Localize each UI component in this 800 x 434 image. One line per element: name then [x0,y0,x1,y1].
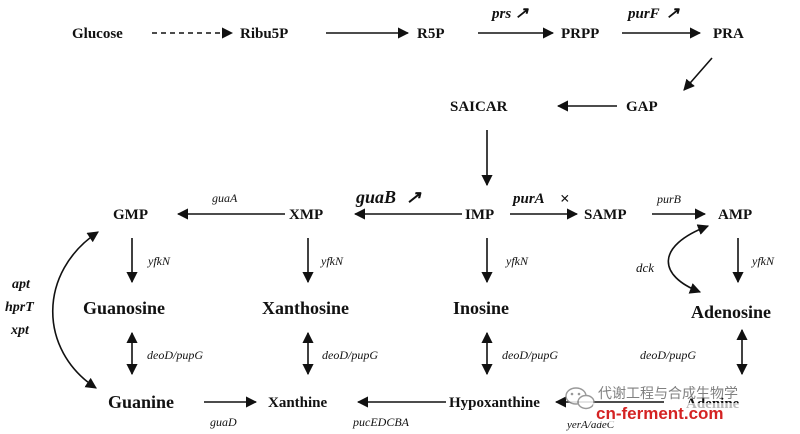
enzyme-hprT: hprT [5,300,35,315]
wechat-watermark: 代谢工程与合成生物学 [565,386,738,410]
node-r5p: R5P [417,26,445,42]
node-glucose: Glucose [72,26,123,42]
up-mark-prs: ↗ [515,5,529,22]
enzyme-yfkN-imp: yfkN [505,254,529,268]
node-xmp: XMP [289,207,323,223]
node-inosine: Inosine [453,298,509,318]
enzyme-dck: dck [636,260,654,275]
node-pra: PRA [713,26,744,42]
node-xanthosine: Xanthosine [262,298,349,318]
enzyme-purB: purB [656,192,682,206]
enzyme-xpt: xpt [10,323,30,338]
enzyme-guaA: guaA [212,191,238,205]
node-ribu5p: Ribu5P [240,26,288,42]
curve-amp-adenosine [667,224,710,294]
node-amp: AMP [718,207,752,223]
enzyme-purA: purA [511,191,545,207]
wechat-account-text: 代谢工程与合成生物学 [598,386,738,402]
enzyme-deoD-xanthosine: deoD/pupG [322,348,378,362]
enzyme-pucEDCBA: pucEDCBA [352,415,410,429]
curve-guanine-gmp [52,231,99,389]
node-samp: SAMP [584,207,627,223]
up-mark-guaB: ↗ [406,187,422,207]
enzyme-deoD-guanosine: deoD/pupG [147,348,203,362]
node-saicar: SAICAR [450,99,508,115]
enzyme-deoD-adenosine: deoD/pupG [640,348,696,362]
node-gap: GAP [626,99,658,115]
node-guanosine: Guanosine [83,298,165,318]
node-xanthine: Xanthine [268,395,328,411]
enzyme-prs: prs [490,6,511,22]
node-hypoxanthine: Hypoxanthine [449,395,540,411]
node-gmp: GMP [113,207,148,223]
enzyme-guaB: guaB [355,187,396,207]
enzyme-guaD: guaD [210,415,237,429]
node-guanine: Guanine [108,392,174,412]
enzyme-deoD-inosine: deoD/pupG [502,348,558,362]
enzyme-yfkN-gmp: yfkN [147,254,171,268]
node-prpp: PRPP [561,26,599,42]
up-mark-purF: ↗ [666,5,680,22]
block-mark-purA: × [560,189,570,208]
node-imp: IMP [465,207,494,223]
enzyme-purF: purF [626,6,660,22]
site-logo-text: cn-ferment.com [596,404,724,423]
site-logo: cn-ferment.com [593,403,779,423]
node-adenosine: Adenosine [691,302,771,322]
wechat-icon [565,387,595,410]
arrow-pra-gap [683,57,713,91]
enzyme-yfkN-amp: yfkN [751,254,775,268]
enzyme-apt: apt [12,277,31,292]
enzyme-yfkN-xmp: yfkN [320,254,344,268]
